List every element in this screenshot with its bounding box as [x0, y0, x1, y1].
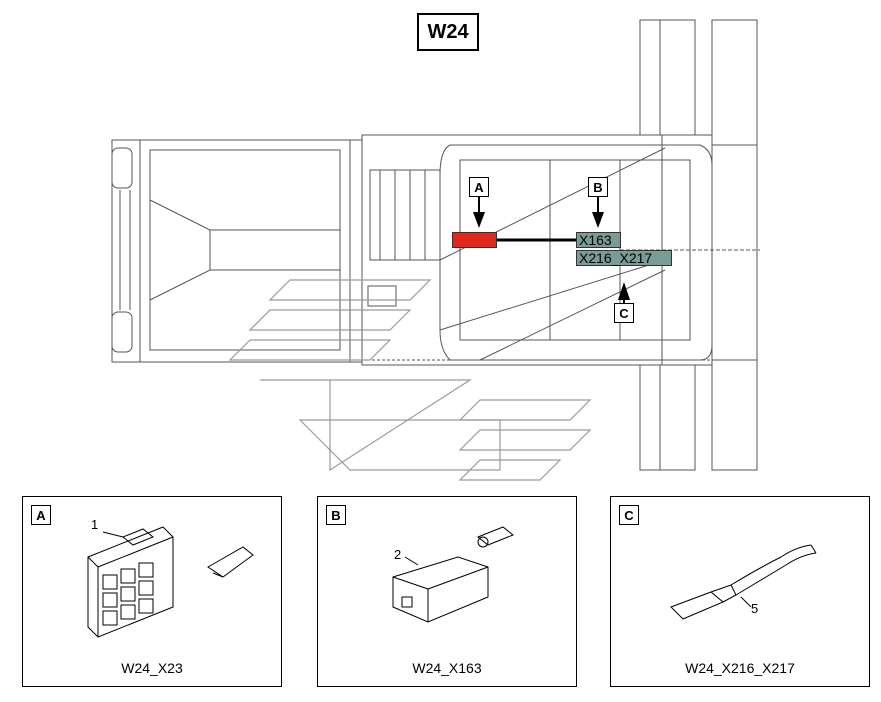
detail-panel-b: B 2 W24_X163	[317, 496, 577, 687]
connector-x163-label: X163	[576, 232, 621, 248]
marker-a: A	[469, 177, 489, 197]
panel-caption: W24_X23	[121, 660, 183, 676]
diagram-title: W24	[417, 13, 479, 51]
connector-housing-drawing	[392, 526, 514, 623]
connector-x216-x217-label: X216_X217	[576, 250, 672, 266]
marker-b: B	[588, 177, 608, 197]
connector-housing-drawing	[87, 526, 254, 638]
detail-panel-c: C 5 W24_X216_X217	[610, 496, 870, 687]
vehicle-frame-drawing	[111, 19, 760, 481]
marker-c: C	[614, 303, 634, 323]
panel-caption: W24_X163	[412, 660, 482, 676]
detail-panel-a: A 1 W24_X23	[22, 496, 282, 687]
panel-tag: A	[31, 505, 51, 525]
part-number: 5	[751, 601, 759, 616]
panel-tag: C	[619, 505, 639, 525]
panel-tag: B	[326, 505, 346, 525]
connector-x23-label: X23	[452, 232, 497, 248]
part-number: 1	[91, 517, 99, 532]
terminal-drawing	[670, 544, 817, 620]
part-number: 2	[394, 547, 402, 562]
pointer-arrows	[473, 196, 630, 304]
panel-caption: W24_X216_X217	[685, 660, 795, 676]
